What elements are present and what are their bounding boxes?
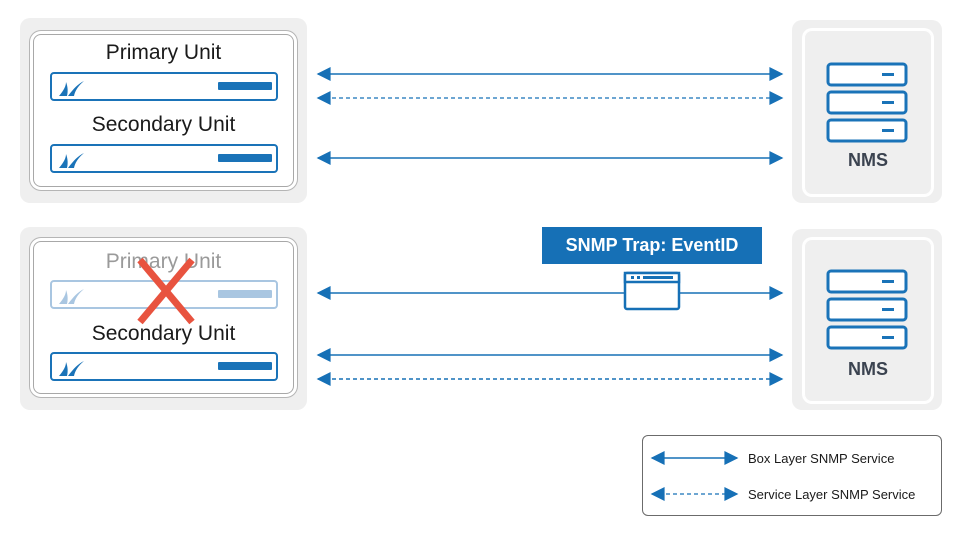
top-ha-panel: Primary Unit Secondary Unit	[20, 18, 307, 203]
bottom-nms-label: NMS	[848, 359, 888, 379]
device-status-bar	[218, 154, 272, 162]
legend-box-layer-label: Box Layer SNMP Service	[748, 451, 895, 466]
shark-fin-logo-icon	[59, 289, 84, 304]
top-secondary-unit-label: Secondary Unit	[91, 113, 236, 136]
top-ha-cluster: Primary Unit Secondary Unit	[33, 34, 294, 187]
top-nms-panel: NMS	[792, 20, 942, 203]
shark-fin-logo-icon	[59, 81, 84, 96]
snmp-trap-label: SNMP Trap: EventID	[542, 227, 762, 264]
bottom-secondary-unit-device	[50, 352, 278, 381]
bottom-nms-panel: NMS	[792, 229, 942, 410]
x-mark-icon	[137, 257, 195, 325]
shark-fin-logo-icon	[59, 153, 84, 168]
browser-window-icon	[623, 271, 681, 311]
top-primary-unit-label: Primary Unit	[105, 41, 222, 64]
device-status-bar	[218, 82, 272, 90]
legend-box: Box Layer SNMP Service Service Layer SNM…	[642, 435, 942, 516]
bottom-ha-panel: Primary Unit Secondary Unit	[20, 227, 307, 410]
shark-fin-logo-icon	[59, 361, 84, 376]
bottom-primary-unit-label: Primary Unit	[105, 250, 222, 273]
top-primary-unit-device	[50, 72, 278, 101]
bottom-ha-cluster: Primary Unit Secondary Unit	[33, 241, 294, 394]
top-nms-label: NMS	[848, 150, 888, 170]
top-secondary-unit-device	[50, 144, 278, 173]
server-stack-icon	[826, 62, 908, 143]
bottom-nms-frame: NMS	[804, 239, 932, 402]
server-stack-icon	[826, 269, 908, 350]
device-status-bar	[218, 290, 272, 298]
top-nms-frame: NMS	[804, 30, 932, 195]
legend-service-layer-label: Service Layer SNMP Service	[748, 487, 916, 502]
bottom-secondary-unit-label: Secondary Unit	[91, 322, 236, 345]
device-status-bar	[218, 362, 272, 370]
